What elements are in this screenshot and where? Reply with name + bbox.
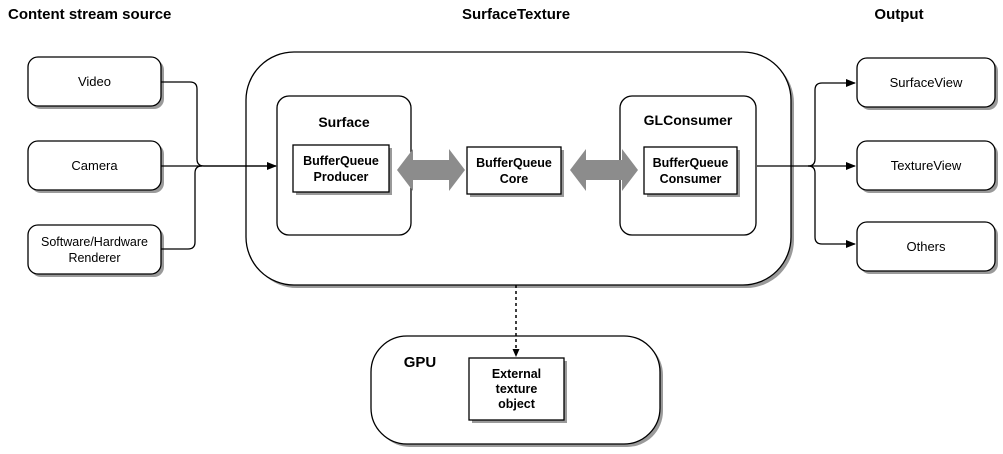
heading-content-stream-source: Content stream source bbox=[8, 6, 172, 23]
gpu-title: GPU bbox=[403, 354, 437, 371]
source-renderer-label: Software/Hardware Renderer bbox=[41, 234, 148, 265]
output-surfaceview-label: SurfaceView bbox=[889, 74, 963, 90]
consumer-label: BufferQueue Consumer bbox=[652, 155, 729, 186]
double-arrow-core-consumer bbox=[570, 149, 638, 191]
producer-label: BufferQueue Producer bbox=[303, 153, 379, 184]
core-label: BufferQueue Core bbox=[476, 155, 552, 186]
output-textureview-label: TextureView bbox=[890, 157, 962, 173]
output-textureview-box bbox=[856, 140, 996, 191]
source-camera-label: Camera bbox=[71, 157, 118, 173]
source-connectors bbox=[161, 81, 277, 250]
glconsumer-title: GLConsumer bbox=[643, 112, 733, 128]
heading-surfacetexture: SurfaceTexture bbox=[461, 6, 571, 23]
double-arrow-producer-core bbox=[397, 149, 465, 191]
texture-label: External texture object bbox=[491, 366, 542, 411]
output-surfaceview-box bbox=[856, 57, 996, 108]
connector-surfaceview bbox=[807, 79, 856, 167]
texture-box bbox=[468, 357, 565, 421]
heading-output: Output bbox=[874, 6, 924, 23]
output-others-box bbox=[856, 221, 996, 272]
consumer-box bbox=[643, 146, 738, 195]
connector-renderer bbox=[161, 165, 203, 250]
source-video-label: Video bbox=[77, 73, 111, 89]
output-others-label: Others bbox=[906, 238, 946, 254]
output-connectors bbox=[757, 79, 856, 248]
connector-others bbox=[807, 165, 856, 248]
surface-title: Surface bbox=[318, 114, 370, 130]
core-box bbox=[466, 146, 562, 195]
producer-box bbox=[292, 144, 390, 193]
